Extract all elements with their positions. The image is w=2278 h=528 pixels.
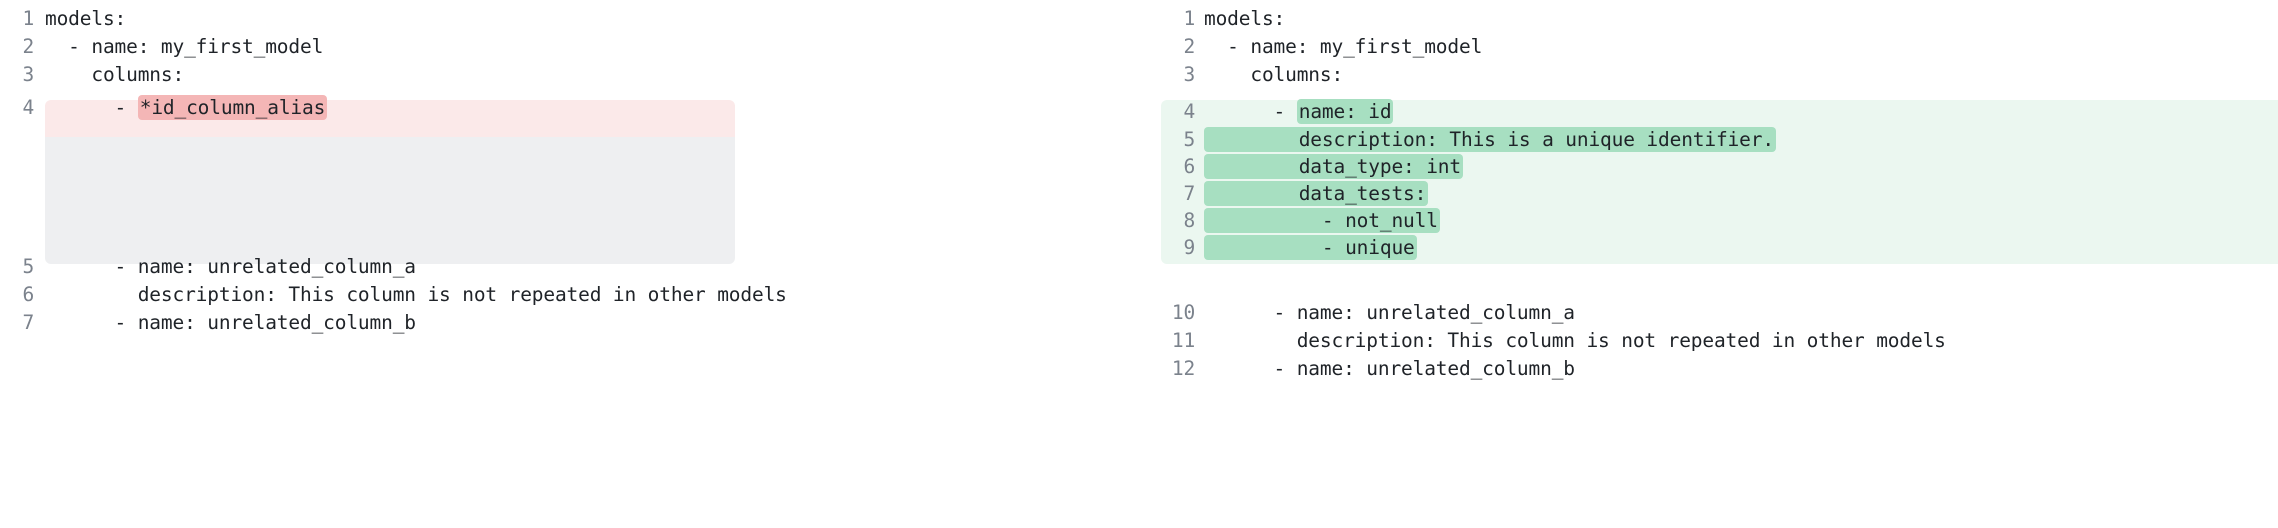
line-number: 1 — [1183, 7, 1195, 30]
line-number: 5 — [1183, 128, 1195, 151]
line-number: 1 — [22, 7, 34, 30]
code-line-added[interactable]: 4 - name: id — [1139, 98, 2278, 126]
added-token: data_type: int — [1204, 154, 1463, 179]
line-number: 6 — [1183, 155, 1195, 178]
code-line[interactable]: 7 - name: unrelated_column_b — [0, 309, 1139, 337]
line-text: - name: id — [1204, 99, 1394, 124]
removed-token: *id_column_alias — [137, 95, 328, 120]
line-text: - name: unrelated_column_b — [45, 310, 417, 334]
line-text: - name: my_first_model — [1204, 35, 1483, 58]
code-line[interactable]: 2 - name: my_first_model — [1139, 33, 2278, 61]
added-token: - unique — [1204, 235, 1417, 260]
line-number: 12 — [1171, 357, 1195, 380]
line-number: 10 — [1171, 301, 1195, 324]
line-number: 2 — [1183, 35, 1195, 58]
code-line[interactable]: 10 - name: unrelated_column_a — [1139, 299, 2278, 327]
after-code-rows: 1 models: 2 - name: my_first_model 3 col… — [1139, 5, 2278, 383]
line-text: models: — [1204, 7, 1286, 30]
line-text: columns: — [45, 63, 185, 86]
line-number: 3 — [22, 63, 34, 86]
code-line[interactable]: 1 models: — [0, 5, 1139, 33]
code-line-added[interactable]: 8 - not_null — [1139, 207, 2278, 234]
line-text: - unique — [1204, 234, 2278, 261]
removed-filler-block — [45, 137, 735, 264]
line-text: - *id_column_alias — [45, 95, 328, 120]
added-token: data_tests: — [1204, 181, 1429, 206]
gap-row — [1139, 261, 2278, 299]
line-text: models: — [45, 7, 127, 30]
code-line-added[interactable]: 9 - unique — [1139, 234, 2278, 261]
line-text: columns: — [1204, 63, 1344, 86]
code-line[interactable]: 11 description: This column is not repea… — [1139, 327, 2278, 355]
diff-pane-before: 1 models: 2 - name: my_first_model 3 col… — [0, 5, 1139, 337]
line-number: 7 — [22, 310, 34, 334]
added-token: - not_null — [1204, 208, 1440, 233]
line-text: - name: unrelated_column_a — [45, 254, 417, 278]
line-text: - name: unrelated_column_b — [1204, 357, 1576, 380]
line-number: 8 — [1183, 209, 1195, 232]
before-code-rows: 1 models: 2 - name: my_first_model 3 col… — [0, 5, 1139, 337]
line-text: data_tests: — [1204, 180, 2278, 207]
code-line-removed[interactable]: 4 - *id_column_alias — [0, 89, 1139, 126]
line-text: description: This column is not repeated… — [45, 282, 787, 306]
line-number: 2 — [22, 35, 34, 58]
added-token: description: This is a unique identifier… — [1204, 127, 1776, 152]
line-text: - name: my_first_model — [45, 35, 324, 58]
filler-row — [0, 180, 1139, 207]
line-text: description: This is a unique identifier… — [1204, 126, 2278, 153]
diff-pane-after: 1 models: 2 - name: my_first_model 3 col… — [1139, 0, 2278, 528]
line-number: 5 — [22, 254, 34, 278]
code-line-added[interactable]: 7 data_tests: — [1139, 180, 2278, 207]
code-line[interactable]: 3 columns: — [1139, 61, 2278, 89]
line-number: 4 — [1183, 100, 1195, 123]
code-line-added[interactable]: 5 description: This is a unique identifi… — [1139, 126, 2278, 153]
line-number: 9 — [1183, 236, 1195, 259]
filler-row — [0, 126, 1139, 153]
code-line-added[interactable]: 6 data_type: int — [1139, 153, 2278, 180]
line-text: - name: unrelated_column_a — [1204, 301, 1576, 324]
filler-row — [0, 153, 1139, 180]
added-token: name: id — [1296, 99, 1394, 124]
line-text: description: This column is not repeated… — [1204, 329, 1946, 352]
code-line[interactable]: 2 - name: my_first_model — [0, 33, 1139, 61]
line-text: - not_null — [1204, 207, 2278, 234]
line-number: 3 — [1183, 63, 1195, 86]
filler-row — [0, 208, 1139, 253]
code-line[interactable]: 5 - name: unrelated_column_a — [0, 253, 1139, 281]
line-text: data_type: int — [1204, 153, 2278, 180]
code-line[interactable]: 3 columns: — [0, 61, 1139, 89]
line-number: 4 — [22, 96, 34, 119]
line-number: 6 — [22, 282, 34, 306]
code-line[interactable]: 1 models: — [1139, 5, 2278, 33]
line-number: 11 — [1171, 329, 1195, 352]
line-number: 7 — [1183, 182, 1195, 205]
code-line[interactable]: 6 description: This column is not repeat… — [0, 281, 1139, 309]
code-line[interactable]: 12 - name: unrelated_column_b — [1139, 355, 2278, 383]
